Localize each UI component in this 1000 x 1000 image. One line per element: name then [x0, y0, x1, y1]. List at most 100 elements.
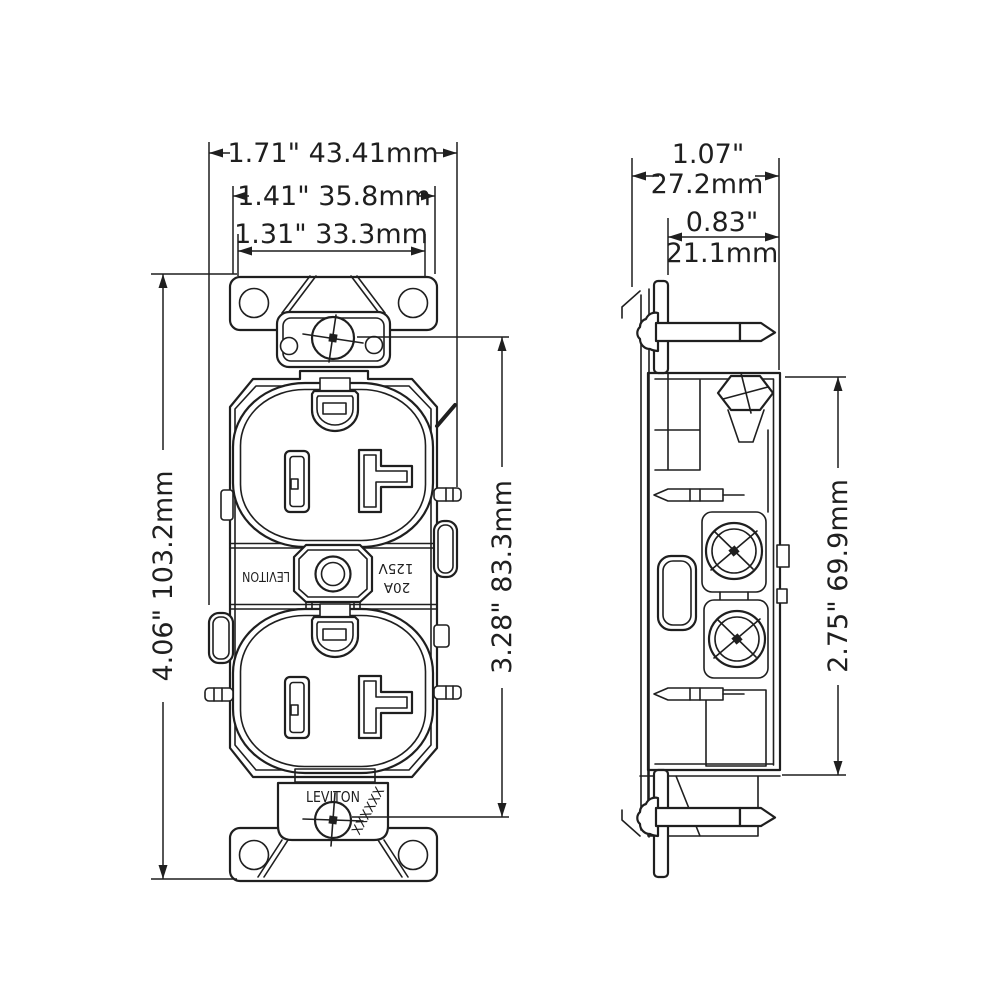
arrow-right: [765, 232, 779, 242]
terminal-block-bottom: [705, 689, 767, 767]
bottom-mounting-strap: [228, 826, 439, 883]
boss-inner: [298, 549, 368, 598]
extension-lines: [237, 234, 426, 276]
screw-shaft: [654, 806, 742, 828]
arrow-right: [411, 246, 425, 256]
dim-side-body-height: 2.75" 69.9mm: [782, 376, 854, 776]
right-pin-lower-detail: [445, 685, 454, 700]
ground-slot-inner: [316, 395, 354, 426]
screw-shaft: [654, 321, 742, 343]
side-breakoff-tab-inner: [662, 560, 692, 626]
brand-base-label: LEVITON: [306, 788, 360, 806]
right-pin-lower: [433, 685, 462, 700]
dim-label-mm: 21.1mm: [666, 238, 779, 269]
strap-bends: [257, 839, 409, 878]
bottom-base: LEVITON XXXXXX: [276, 768, 390, 847]
arrow-top: [497, 337, 507, 351]
arrow-bottom: [497, 803, 507, 817]
brand-center-label: LEVITON: [242, 568, 290, 583]
face-lines: [640, 288, 650, 838]
neutral-slot-outer: [283, 449, 311, 514]
side-face: [621, 288, 650, 838]
arrow-left: [668, 232, 682, 242]
neutral-slot-outer: [283, 675, 311, 740]
side-pin-upper: [653, 488, 724, 502]
dim-label-mm: 27.2mm: [651, 169, 764, 200]
face-corners: [621, 290, 641, 837]
rating-amps-label: 20A: [383, 579, 410, 595]
left-breakoff-tab-inner: [212, 616, 230, 660]
arrow-bottom: [833, 761, 843, 775]
ground-slot-inner: [316, 621, 354, 652]
dim-overall-length: 4.06" 103.2mm: [148, 273, 237, 880]
screw-tip: [738, 806, 777, 828]
right-pin-upper-detail: [445, 487, 454, 502]
dim-side-overall-depth: 1.07" 27.2mm: [631, 139, 780, 370]
strap-bends: [281, 275, 386, 314]
top-mounting-screw: [636, 311, 777, 353]
hot-t-slot-inner: [363, 680, 408, 734]
side-body-detail: [654, 372, 769, 513]
arrow-left: [233, 191, 247, 201]
dim-side-body-depth: 0.83" 21.1mm: [666, 207, 779, 275]
bracket-hole-left: [279, 336, 299, 356]
dim-label: 3.28" 83.3mm: [487, 480, 518, 674]
top-screw-bracket: [275, 310, 392, 369]
right-bump: [433, 624, 450, 648]
ground-screw: [716, 372, 775, 443]
extension-lines: [631, 158, 780, 370]
arrow-left: [632, 171, 646, 181]
terminal-screw-lower-inner: [714, 616, 760, 662]
dim-label-inches: 0.83": [686, 207, 759, 238]
neutral-slot-inner: [289, 455, 305, 508]
left-pin-detail: [213, 687, 223, 702]
dimensions: 1.71" 43.41mm 1.41" 35.8mm 1.31" 33.3mm …: [148, 138, 854, 880]
ground-slot-bar: [322, 402, 347, 415]
front-view: LEVITON 125V 20A: [204, 275, 462, 883]
side-pin-lower-detail: [689, 687, 745, 701]
side-terminals: [701, 511, 790, 767]
dim-screw-spacing: 3.28" 83.3mm: [352, 336, 518, 818]
ground-screw-boss: [727, 409, 765, 443]
strap-hole-right: [397, 839, 429, 871]
terminal-pip-upper: [776, 544, 790, 568]
hot-t-slot-outer: [357, 448, 414, 514]
ground-slot-bar: [322, 628, 347, 641]
terminal-screw-upper-center: [728, 545, 740, 557]
dim-label: 1.71" 43.41mm: [227, 138, 438, 169]
extension-lines: [782, 376, 846, 776]
arrow-top: [158, 274, 168, 288]
center-screw-hole-outer: [314, 555, 352, 593]
rating-volts-label: 125V: [378, 560, 414, 576]
screw-head: [636, 311, 660, 353]
center-boss: LEVITON 125V 20A: [242, 543, 414, 604]
outlet-face-top: [231, 377, 435, 549]
dim-front-overall-width: 1.71" 43.41mm: [208, 138, 458, 605]
strap-hole-left: [238, 839, 270, 871]
dim-strap-width: 1.41" 35.8mm: [232, 181, 436, 274]
side-breakoff-tab: [656, 554, 698, 632]
strap-hole-left: [238, 287, 270, 319]
bottom-mounting-screw: [636, 796, 777, 838]
top-screw-center: [328, 333, 338, 343]
corner-tick: [435, 403, 457, 428]
ground-screw-cross: [722, 372, 769, 414]
dim-label: 1.41" 35.8mm: [237, 181, 431, 212]
outlet-face-bottom: [231, 603, 435, 775]
dim-label: 1.31" 33.3mm: [234, 219, 428, 250]
left-breakoff-tab: [207, 611, 235, 665]
screw-tip: [738, 321, 777, 343]
ground-tab: [319, 377, 351, 392]
arrow-top: [833, 377, 843, 391]
side-pin-lower: [653, 687, 724, 701]
screw-head: [636, 796, 660, 838]
arrow-right: [443, 148, 457, 158]
dim-label-inches: 1.07": [672, 139, 745, 170]
bracket-hole-right: [364, 335, 384, 355]
right-breakoff-tab: [432, 519, 459, 579]
extension-lines: [151, 273, 237, 880]
left-pin: [204, 687, 234, 702]
bottom-screw-center: [328, 815, 338, 825]
